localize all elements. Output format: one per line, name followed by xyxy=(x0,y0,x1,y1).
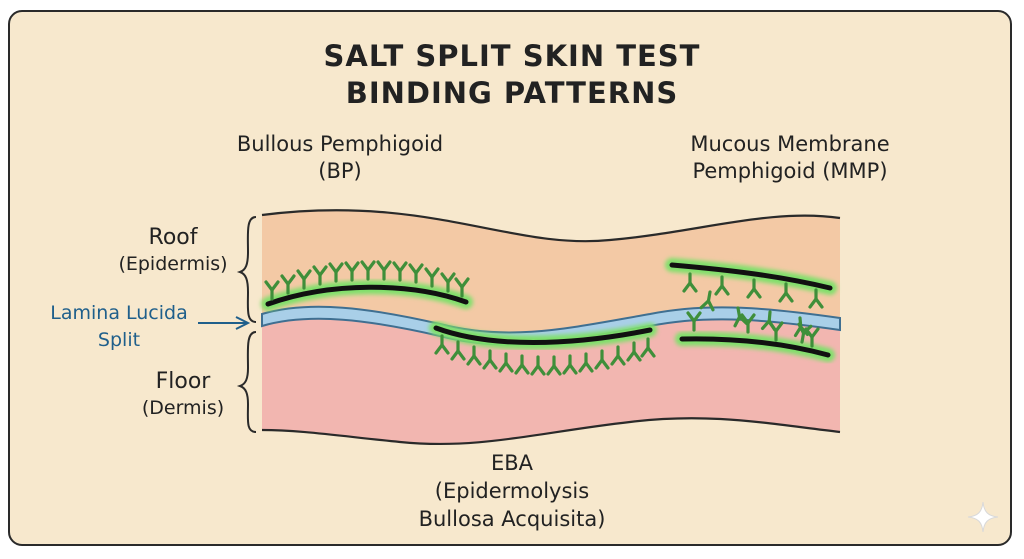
mmp-bottom-band xyxy=(679,336,831,358)
eba-label-line-1: EBA xyxy=(490,451,534,475)
floor-layer xyxy=(262,318,840,444)
mmp-top-band xyxy=(669,262,833,291)
floor-outline xyxy=(261,417,841,446)
skin-section-diagram xyxy=(198,209,841,446)
eba-label: EBA (Epidermolysis Bullosa Acquisita) xyxy=(362,449,662,533)
title-line-1: SALT SPLIT SKIN TEST xyxy=(323,39,701,73)
floor-label: Floor (Dermis) xyxy=(108,368,258,422)
roof-label-line-2: (Epidermis) xyxy=(118,253,228,275)
bp-label: Bullous Pemphigoid (BP) xyxy=(180,131,500,185)
roof-brace xyxy=(236,216,257,323)
floor-brace xyxy=(236,331,257,433)
diagram-title: SALT SPLIT SKIN TEST BINDING PATTERNS xyxy=(10,38,1010,112)
mmp-label-line-1: Mucous Membrane xyxy=(690,132,890,156)
lamina-arrow-head xyxy=(235,316,251,330)
roof-label-line-1: Roof xyxy=(148,225,198,250)
mmp-label-line-2: Pemphigoid (MMP) xyxy=(692,159,888,183)
roof-outline xyxy=(261,209,841,243)
eba-label-line-3: Bullosa Acquisita) xyxy=(418,507,606,531)
roof-layer xyxy=(262,210,840,333)
mmp-label: Mucous Membrane Pemphigoid (MMP) xyxy=(630,131,950,185)
bp-band xyxy=(265,284,469,307)
title-line-2: BINDING PATTERNS xyxy=(345,76,679,110)
roof-label: Roof (Epidermis) xyxy=(98,224,248,278)
lamina-label-line-1: Lamina Lucida xyxy=(50,302,188,324)
eba-label-line-2: (Epidermolysis xyxy=(434,479,590,503)
bp-label-line-2: (BP) xyxy=(318,159,362,183)
sparkle-icon xyxy=(967,501,999,533)
bp-label-line-1: Bullous Pemphigoid xyxy=(236,132,444,156)
lamina-label: Lamina Lucida Split xyxy=(24,300,214,354)
diagram-frame: SALT SPLIT SKIN TEST BINDING PATTERNS xyxy=(8,10,1012,546)
lamina-label-line-2: Split xyxy=(97,329,141,351)
floor-label-line-1: Floor xyxy=(155,369,211,394)
eba-band xyxy=(433,325,653,345)
floor-label-line-2: (Dermis) xyxy=(141,397,225,419)
